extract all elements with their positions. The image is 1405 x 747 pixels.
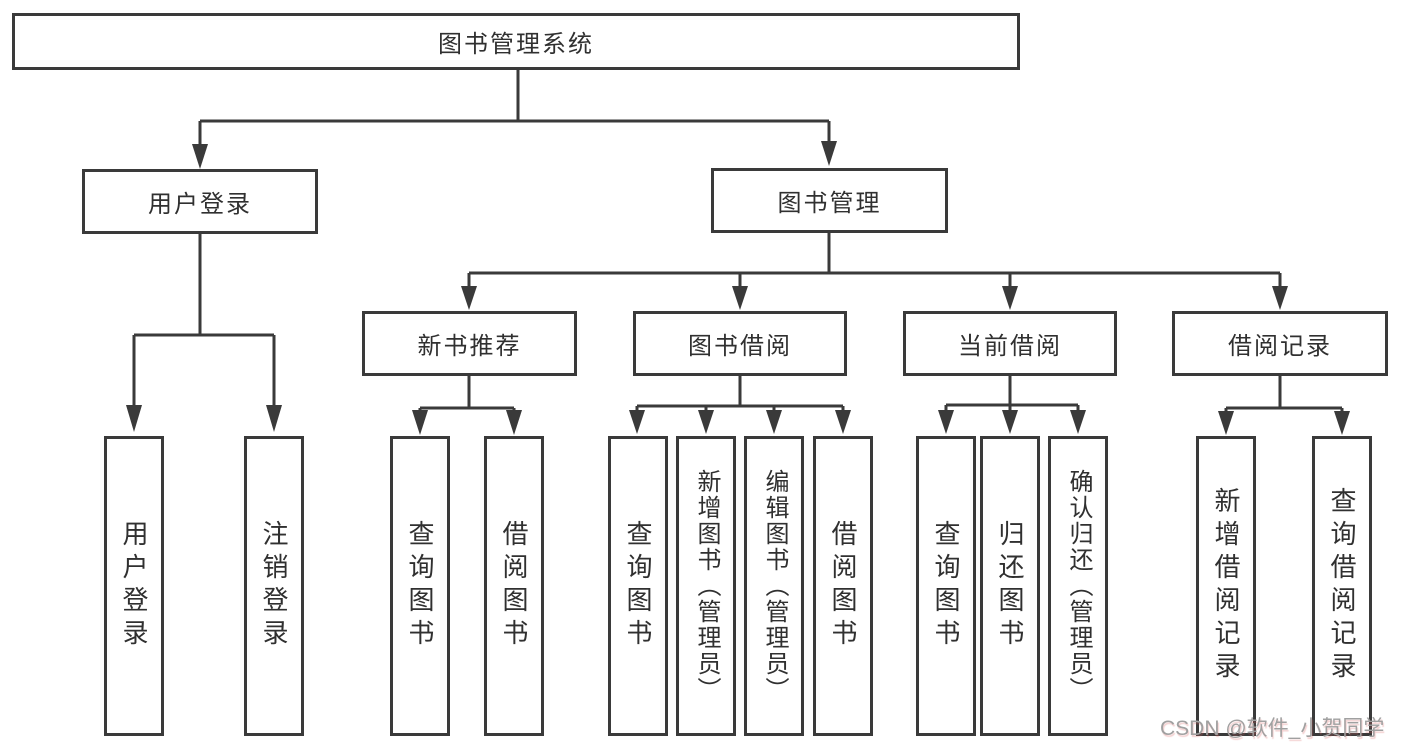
arrowhead [835, 410, 851, 434]
node-book-borrow-label: 图书借阅 [688, 333, 792, 360]
leaf-borrow-book-b-label: 借阅图书 [828, 520, 858, 652]
leaf-borrow-book-a: 借阅图书 [484, 436, 544, 736]
leaf-add-borrow-record: 新增借阅记录 [1196, 436, 1256, 736]
connector-borrow-record [1224, 376, 1344, 414]
connector-new-book-recommend [418, 376, 516, 413]
connector-book-management [467, 233, 1282, 288]
arrowhead [1334, 411, 1350, 435]
arrowheads [126, 141, 1350, 435]
arrowhead [698, 410, 714, 434]
arrowhead [126, 405, 142, 432]
leaf-add-book-admin-label: 新增图书（管理员） [693, 469, 720, 703]
leaf-edit-book-admin: 编辑图书（管理员） [744, 436, 804, 736]
node-user-login: 用户登录 [82, 169, 318, 234]
connector-root [198, 70, 831, 146]
leaf-logout-label: 注销登录 [259, 520, 289, 652]
arrowhead [461, 286, 477, 310]
node-current-borrow-label: 当前借阅 [958, 333, 1062, 360]
node-borrow-record: 借阅记录 [1172, 311, 1388, 376]
leaf-borrow-book-b: 借阅图书 [813, 436, 873, 736]
leaf-confirm-return-admin-label: 确认归还（管理员） [1065, 469, 1092, 703]
node-new-book-recommend: 新书推荐 [362, 311, 577, 376]
leaf-query-book-c: 查询图书 [916, 436, 976, 736]
arrowhead [766, 410, 782, 434]
leaf-query-borrow-record: 查询借阅记录 [1312, 436, 1372, 736]
node-current-borrow: 当前借阅 [903, 311, 1117, 376]
leaf-logout: 注销登录 [244, 436, 304, 736]
arrowhead [1070, 410, 1086, 434]
node-book-management: 图书管理 [711, 168, 948, 233]
arrowhead [1272, 286, 1288, 310]
leaf-return-book-label: 归还图书 [995, 520, 1025, 652]
arrowhead [732, 286, 748, 310]
leaf-query-book-a: 查询图书 [390, 436, 450, 736]
arrowhead [1002, 286, 1018, 310]
arrowhead [821, 141, 837, 166]
node-user-login-label: 用户登录 [148, 191, 252, 218]
arrowhead [1002, 410, 1018, 434]
leaf-query-book-b-label: 查询图书 [623, 520, 653, 652]
arrowhead [192, 144, 208, 169]
leaf-borrow-book-a-label: 借阅图书 [499, 520, 529, 652]
arrowhead [506, 410, 522, 435]
leaf-return-book: 归还图书 [980, 436, 1040, 736]
leaf-query-book-a-label: 查询图书 [405, 520, 435, 652]
arrowhead [938, 410, 954, 434]
leaf-edit-book-admin-label: 编辑图书（管理员） [761, 469, 788, 703]
node-book-borrow: 图书借阅 [633, 311, 847, 376]
node-root-label: 图书管理系统 [438, 31, 594, 58]
connector-book-borrow [635, 376, 845, 413]
arrowhead [629, 410, 645, 434]
leaf-query-book-c-label: 查询图书 [931, 520, 961, 652]
node-new-book-recommend-label: 新书推荐 [417, 333, 522, 360]
arrowhead [412, 410, 428, 435]
connector-user-login [132, 234, 276, 406]
node-borrow-record-label: 借阅记录 [1228, 333, 1332, 360]
arrowhead [266, 405, 282, 432]
leaf-query-borrow-record-label: 查询借阅记录 [1327, 487, 1357, 685]
leaf-add-book-admin: 新增图书（管理员） [676, 436, 736, 736]
leaf-confirm-return-admin: 确认归还（管理员） [1048, 436, 1108, 736]
leaf-user-login: 用户登录 [104, 436, 164, 736]
leaf-user-login-label: 用户登录 [119, 520, 149, 652]
node-root: 图书管理系统 [12, 13, 1020, 70]
leaf-query-book-b: 查询图书 [608, 436, 668, 736]
leaf-add-borrow-record-label: 新增借阅记录 [1211, 487, 1241, 685]
arrowhead [1218, 411, 1234, 435]
connector-current-borrow [944, 376, 1080, 413]
watermark-text: CSDN @软件_小贺同学 [1160, 717, 1385, 740]
node-book-management-label: 图书管理 [777, 190, 882, 217]
